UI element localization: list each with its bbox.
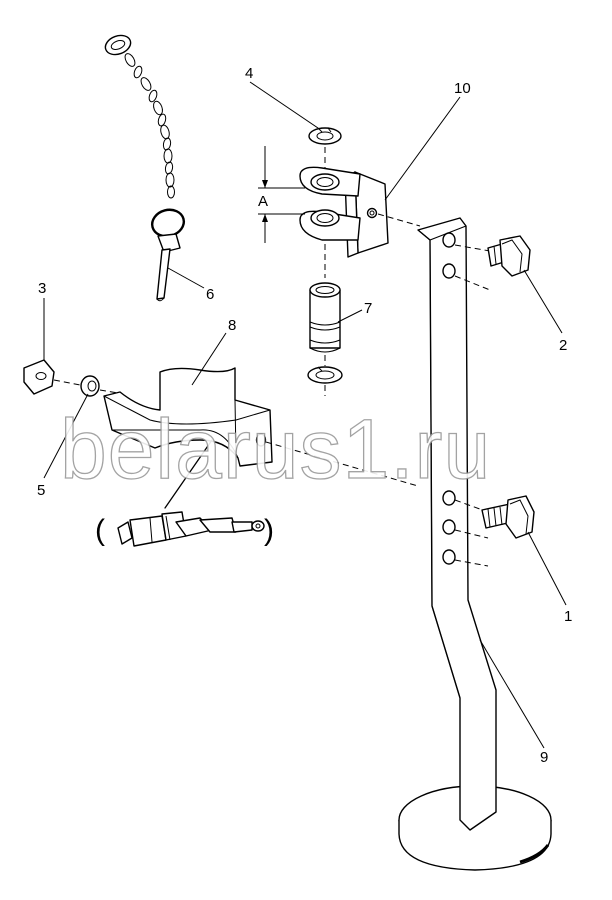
callout-8: 8 — [228, 317, 236, 334]
dimension-a-label: A — [258, 193, 268, 210]
callout-5: 5 — [37, 482, 45, 499]
callout-4: 4 — [245, 65, 253, 82]
dimension-a-marker: A — [258, 146, 305, 243]
callout-1: 1 — [564, 608, 572, 625]
support-stand-leg — [398, 217, 552, 871]
watermark: belarus1.ru — [60, 402, 491, 496]
bolt-upper — [487, 235, 531, 277]
cylinder-cradle-bracket — [103, 367, 273, 467]
callout-7: 7 — [364, 300, 372, 317]
callout-2: 2 — [559, 337, 567, 354]
callout-9: 9 — [540, 749, 548, 766]
pivot-bushing — [309, 282, 341, 353]
callout-10: 10 — [454, 80, 471, 97]
callout-leaders — [43, 81, 567, 749]
lynch-pin-with-chain — [104, 34, 186, 302]
spring-washer — [80, 375, 100, 397]
reference-paren-close: ) — [264, 514, 274, 547]
clevis-bracket — [299, 166, 389, 258]
retaining-ring-lower — [307, 366, 343, 384]
retaining-ring-upper — [308, 127, 342, 145]
hydraulic-cylinder-reference — [117, 439, 265, 547]
square-nut — [23, 359, 55, 395]
callout-6: 6 — [206, 286, 214, 303]
reference-paren-open: ( — [95, 514, 105, 547]
bolt-lower — [481, 495, 535, 539]
callout-3: 3 — [38, 280, 46, 297]
